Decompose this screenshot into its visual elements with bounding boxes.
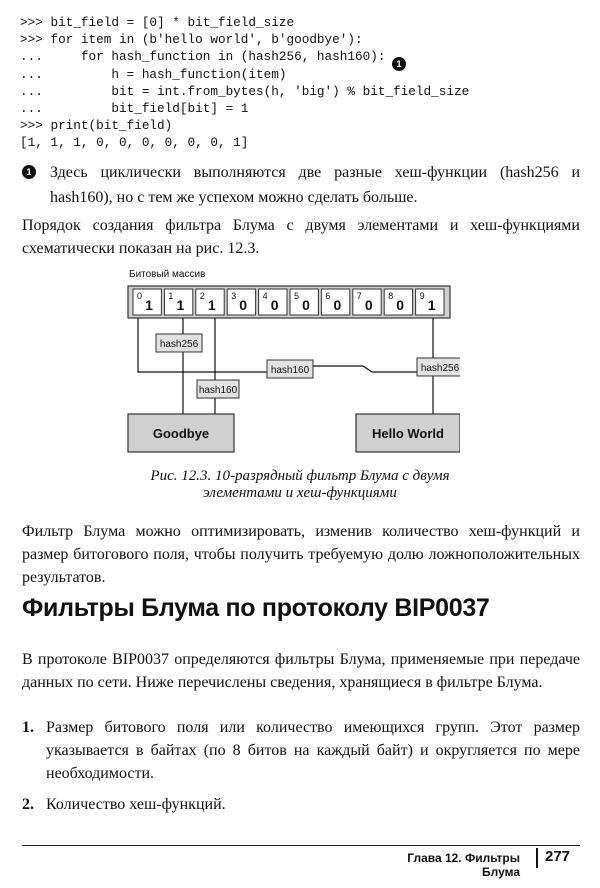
bit-index-label: 2 bbox=[200, 291, 205, 301]
bit-cell bbox=[258, 288, 288, 316]
code-line: >>> for item in (b'hello world', b'goodb… bbox=[20, 32, 363, 48]
bit-index-label: 3 bbox=[231, 291, 236, 301]
bit-cell bbox=[195, 288, 225, 316]
hash256-right-label: hash256 bbox=[421, 363, 460, 374]
bit-value-label: 1 bbox=[208, 297, 216, 313]
bit-value-label: 0 bbox=[396, 297, 404, 313]
bit-value-label: 0 bbox=[302, 297, 310, 313]
hash160-label: hash160 bbox=[199, 385, 238, 396]
bit-index-label: 0 bbox=[137, 291, 142, 301]
list-item: 1. Размер битового поля или количество и… bbox=[22, 716, 580, 785]
code-line: [1, 1, 1, 0, 0, 0, 0, 0, 0, 1] bbox=[20, 135, 249, 151]
section-heading: Фильтры Блума по протоколу BIP0037 bbox=[22, 594, 490, 622]
page-number: 277 bbox=[545, 848, 571, 865]
hash256-label: hash256 bbox=[160, 339, 199, 350]
list-item-text: Размер битового поля или количество имею… bbox=[46, 719, 580, 782]
bit-cell bbox=[289, 288, 319, 316]
hash256-right-box bbox=[416, 357, 460, 377]
bit-index-label: 7 bbox=[357, 291, 362, 301]
code-line: >>> bit_field = [0] * bit_field_size bbox=[20, 15, 295, 30]
footer-separator bbox=[536, 848, 538, 868]
code-line: ... bit = int.from_bytes(h, 'big') % bit… bbox=[20, 83, 470, 99]
bit-value-label: 0 bbox=[271, 297, 279, 313]
bit-cell bbox=[226, 288, 257, 316]
bit-value-label: 0 bbox=[334, 297, 342, 313]
code-line: >>> print(bit_field) bbox=[20, 118, 173, 134]
hash160-mid-label: hash160 bbox=[271, 365, 310, 376]
note-callout-marker: 1 bbox=[22, 165, 36, 179]
figure-caption-line1: Рис. 12.3. 10-разрядный фильтр Блума с д… bbox=[150, 468, 450, 484]
bit-value-label: 1 bbox=[428, 297, 436, 313]
list-item-number: 2. bbox=[22, 796, 34, 813]
bit-index-label: 5 bbox=[294, 291, 299, 301]
code-line: ... for hash_function in (hash256, hash1… bbox=[20, 49, 386, 65]
bit-index-label: 9 bbox=[420, 291, 425, 301]
code-callout-marker: 1 bbox=[392, 57, 406, 71]
bit-array-label: Битовый массив bbox=[129, 269, 205, 280]
bit-value-label: 1 bbox=[177, 297, 185, 313]
paragraph-intro-figure: Порядок создания фильтра Блума с двумя э… bbox=[22, 217, 580, 257]
list-item-number: 1. bbox=[22, 719, 34, 736]
hello-world-item-label: Hello World bbox=[372, 426, 444, 441]
bit-value-label: 1 bbox=[145, 297, 153, 313]
footer-rule bbox=[22, 845, 580, 846]
paragraph-optimization: Фильтр Блума можно оптимизировать, измен… bbox=[22, 523, 580, 586]
goodbye-item-label: Goodbye bbox=[153, 426, 209, 441]
paragraph-bip0037: В протоколе BIP0037 определяются фильтры… bbox=[22, 651, 580, 691]
figure-caption: Рис. 12.3. 10-разрядный фильтр Блума с д… bbox=[100, 468, 500, 502]
hash256-box bbox=[155, 333, 203, 353]
note-text: Здесь циклически выполняются две разные … bbox=[50, 164, 580, 206]
bit-cell bbox=[383, 288, 414, 316]
bit-cell bbox=[352, 288, 382, 316]
bit-index-label: 4 bbox=[263, 291, 268, 301]
list-item-text: Количество хеш-функций. bbox=[46, 796, 226, 813]
code-line: ... bit_field[bit] = 1 bbox=[20, 100, 249, 116]
bit-index-label: 6 bbox=[325, 291, 330, 301]
hello-world-item-box bbox=[355, 413, 460, 453]
bit-cell bbox=[132, 288, 162, 316]
bit-index-label: 8 bbox=[388, 291, 393, 301]
footer-chapter-title: Глава 12. Фильтры Блума bbox=[407, 851, 520, 879]
list-item: 2. Количество хеш-функций. bbox=[22, 793, 580, 816]
hash160-box bbox=[196, 379, 240, 399]
figure-caption-line2: элементами и хеш-функциями bbox=[203, 485, 397, 501]
bit-cell bbox=[163, 288, 194, 316]
bit-index-label: 1 bbox=[168, 291, 173, 301]
bloom-fields-list: 1. Размер битового поля или количество и… bbox=[22, 716, 580, 824]
hash160-mid-box bbox=[266, 359, 314, 379]
code-block: >>> bit_field = [0] * bit_field_size >>> … bbox=[20, 14, 469, 152]
code-line: ... h = hash_function(item) bbox=[20, 66, 287, 82]
bit-cell bbox=[415, 288, 445, 316]
bit-cell bbox=[320, 288, 351, 316]
bit-value-label: 0 bbox=[239, 297, 247, 313]
goodbye-item-box bbox=[127, 413, 235, 453]
bit-value-label: 0 bbox=[365, 297, 373, 313]
